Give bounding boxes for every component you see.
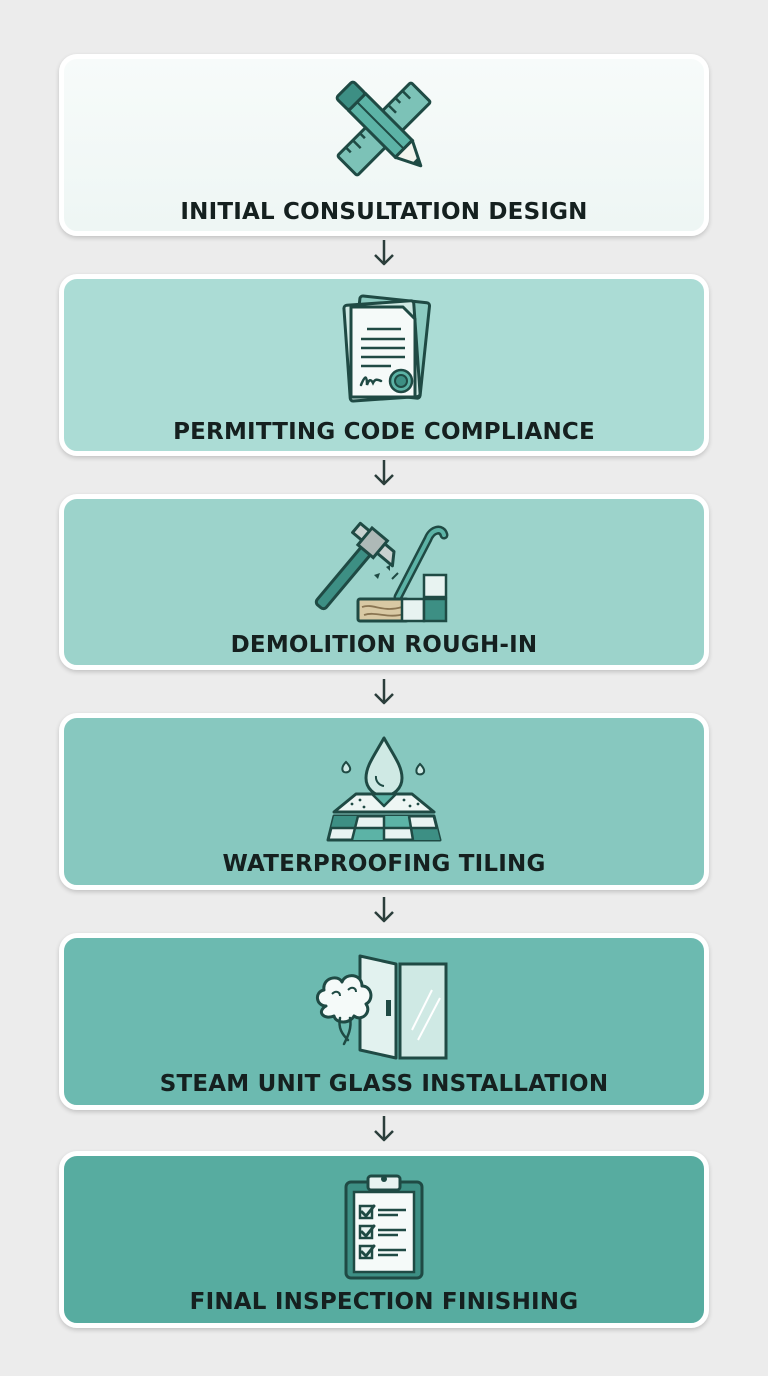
step-card-permitting: PERMITTING CODE COMPLIANCE — [59, 274, 709, 456]
hammer-crowbar-icon — [314, 521, 449, 623]
arrow-down-icon — [374, 679, 394, 705]
step-label: PERMITTING CODE COMPLIANCE — [173, 419, 595, 445]
arrow-down-icon — [374, 1116, 394, 1142]
pencil-ruler-icon — [335, 80, 432, 177]
step-card-final-inspection: FINAL INSPECTION FINISHING — [59, 1151, 709, 1328]
steam-glass-door-icon — [316, 954, 448, 1060]
step-label: DEMOLITION ROUGH-IN — [230, 632, 538, 658]
step-card-steam-glass: STEAM UNIT GLASS INSTALLATION — [59, 933, 709, 1110]
step-label: INITIAL CONSULTATION DESIGN — [180, 199, 588, 225]
step-card-demolition: DEMOLITION ROUGH-IN — [59, 494, 709, 670]
checklist-clipboard-icon — [344, 1174, 424, 1280]
arrow-down-icon — [374, 460, 394, 486]
step-label: FINAL INSPECTION FINISHING — [189, 1289, 579, 1315]
water-drop-tile-icon — [326, 736, 442, 842]
step-card-waterproofing: WATERPROOFING TILING — [59, 713, 709, 890]
permit-document-icon — [342, 294, 432, 403]
step-label: STEAM UNIT GLASS INSTALLATION — [159, 1071, 609, 1097]
step-card-initial-consultation: INITIAL CONSULTATION DESIGN — [59, 54, 709, 236]
step-label: WATERPROOFING TILING — [222, 851, 546, 877]
arrow-down-icon — [374, 240, 394, 266]
arrow-down-icon — [374, 897, 394, 923]
